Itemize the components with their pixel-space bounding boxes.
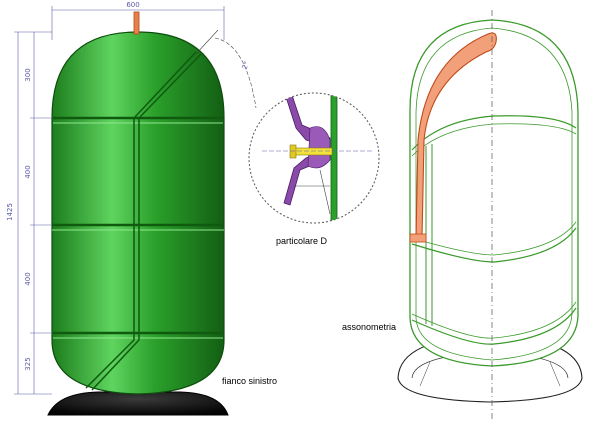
dim-section-lower: 400	[24, 272, 32, 285]
left-view: 2° 600 1425 300 400 400 325 fianco sinis…	[6, 1, 277, 416]
dim-section-upper: 400	[24, 165, 32, 178]
label-iso-view: assonometria	[342, 322, 396, 332]
dim-cap-top: 300	[24, 68, 32, 81]
dim-width: 600	[126, 1, 139, 9]
iso-handle	[415, 32, 497, 239]
dim-overall-height: 1425	[6, 203, 14, 221]
height-dimensions	[14, 31, 52, 395]
detail-bolt	[293, 147, 333, 156]
left-tank-body	[51, 31, 225, 395]
iso-tank-outline	[409, 19, 579, 367]
svg-text:2°: 2°	[241, 60, 252, 71]
top-nozzle	[133, 11, 140, 35]
width-dimension	[51, 6, 225, 40]
dim-cap-bottom: 325	[24, 357, 32, 370]
detail-view: particolare D	[248, 92, 380, 246]
label-detail: particolare D	[276, 236, 328, 246]
left-bands	[52, 51, 224, 391]
iso-view: assonometria	[342, 10, 583, 420]
left-base	[47, 391, 229, 416]
label-left-view: fianco sinistro	[222, 376, 277, 386]
